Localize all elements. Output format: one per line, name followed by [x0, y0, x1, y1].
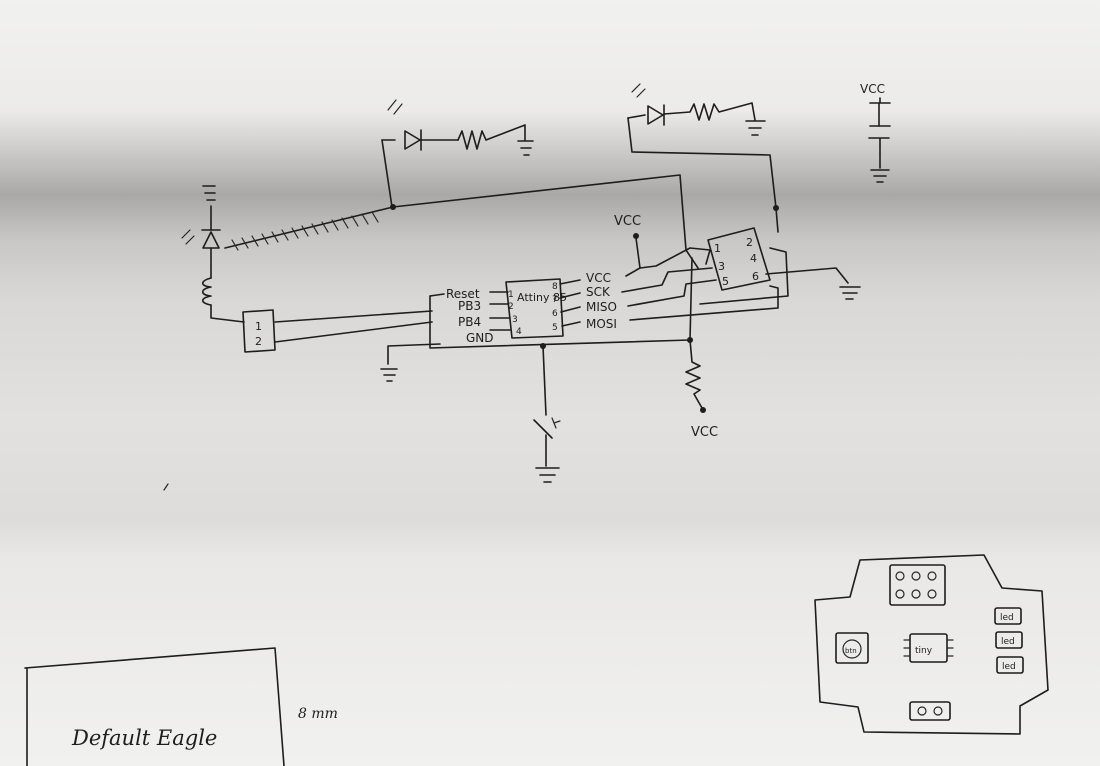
- vcc-label-top-right: VCC: [860, 82, 885, 96]
- title-text: Default Eagle: [71, 726, 217, 750]
- reset-pullup: VCC: [685, 257, 718, 440]
- side-note: 8 mm: [298, 706, 338, 722]
- vcc-label-bottom: VCC: [691, 425, 718, 440]
- layout-led-3: led: [1002, 662, 1016, 672]
- attiny85-ic: Attiny 85 1 2 3 4 Reset PB3 PB4 GND 8 7 …: [446, 271, 617, 345]
- connector-pin-1: 1: [255, 320, 262, 333]
- led-branch-top-right: [627, 83, 779, 233]
- layout-btn-label: btn: [845, 647, 857, 655]
- pin-label-miso: MISO: [586, 300, 617, 314]
- capacitor-vcc: VCC: [860, 82, 891, 183]
- pin-label-pb3: PB3: [458, 299, 481, 313]
- isp-pin-1: 1: [714, 242, 721, 255]
- layout-led-1: led: [1000, 613, 1014, 623]
- pin-num-4: 4: [516, 327, 522, 337]
- isp-pin-4: 4: [750, 252, 757, 265]
- pin-num-8: 8: [552, 282, 558, 292]
- connector-pin-2: 2: [255, 335, 262, 348]
- pin-label-pb4: PB4: [458, 315, 481, 329]
- isp-pin-5: 5: [722, 275, 729, 288]
- left-bus: [380, 293, 691, 382]
- isp-wires: [621, 247, 861, 321]
- left-led-chain: [181, 185, 245, 323]
- pin-num-3: 3: [512, 315, 518, 325]
- pin-label-sck: SCK: [586, 285, 611, 299]
- layout-led-2: led: [1001, 637, 1015, 647]
- isp-pin-3: 3: [718, 260, 725, 273]
- stray-mark: [163, 483, 169, 491]
- push-switch: [533, 343, 561, 483]
- pin-label-gnd: GND: [466, 331, 494, 345]
- pin-label-reset: Reset: [446, 287, 480, 301]
- pin-label-mosi: MOSI: [586, 317, 617, 331]
- pin-num-1: 1: [508, 290, 514, 300]
- vcc-label-mid: VCC: [614, 214, 641, 229]
- pin-num-7: 7: [552, 295, 558, 305]
- pcb-layout-sketch: btn tiny led led led: [814, 554, 1049, 735]
- vcc-mid: VCC: [614, 214, 711, 277]
- pin-num-2: 2: [508, 302, 514, 312]
- layout-chip-label: tiny: [915, 646, 933, 656]
- pin-label-vcc: VCC: [586, 271, 611, 285]
- isp-pin-2: 2: [746, 236, 753, 249]
- pin-num-5: 5: [552, 323, 558, 333]
- isp-pin-6: 6: [752, 270, 759, 283]
- isp-header: 1 2 3 4 5 6: [707, 227, 771, 291]
- connector-2pin: 1 2: [242, 309, 433, 353]
- pin-num-6: 6: [552, 309, 558, 319]
- chip-name: Attiny 85: [517, 291, 567, 304]
- title-box: Default Eagle: [24, 647, 285, 766]
